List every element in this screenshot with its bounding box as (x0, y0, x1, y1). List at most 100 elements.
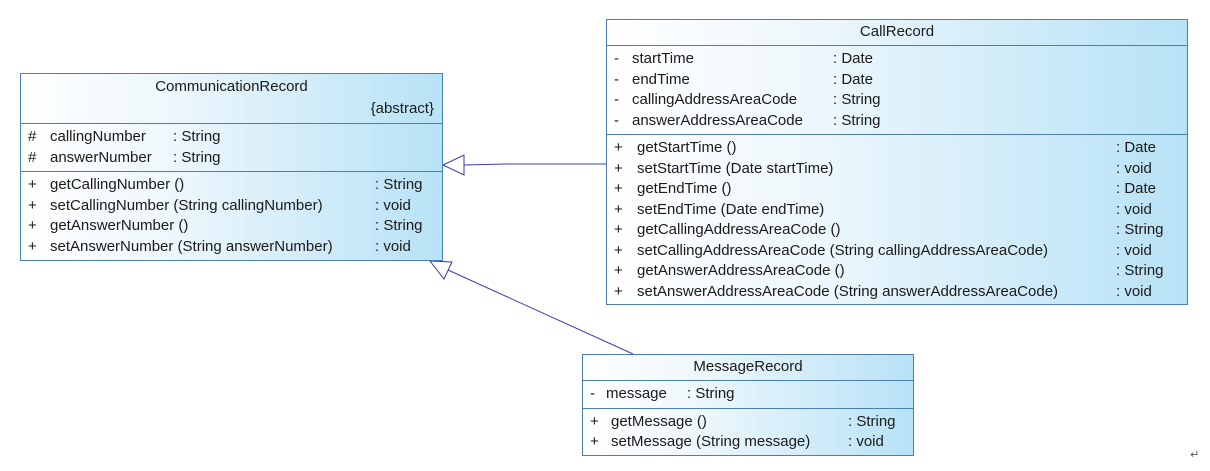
member-type: : Date (833, 70, 874, 88)
operation-row: + setCallingNumber (String callingNumber)… (21, 196, 442, 217)
member-type: : void (1116, 282, 1152, 300)
attributes-section: -message: String (583, 381, 913, 409)
class-header: CommunicationRecord {abstract} (21, 74, 442, 124)
visibility-marker: + (614, 241, 623, 259)
visibility-marker: + (614, 139, 623, 156)
class-name: MessageRecord (693, 358, 803, 375)
visibility-marker: # (28, 148, 37, 166)
member-type: : String (375, 176, 423, 193)
attribute-row: #callingNumber: String (21, 127, 442, 148)
hollow-triangle-arrowhead (428, 260, 453, 280)
visibility-marker: + (28, 196, 37, 214)
visibility-marker: # (28, 128, 37, 145)
member-type: : void (375, 196, 411, 214)
member-signature: setCallingNumber (String callingNumber) (50, 196, 323, 214)
hollow-triangle-arrowhead (441, 154, 465, 176)
member-signature: getAnswerAddressAreaCode () (637, 262, 845, 279)
attribute-row: -startTime : Date (607, 49, 1187, 70)
operation-row: + getAnswerAddressAreaCode () : String (607, 261, 1187, 282)
operation-row: +getStartTime (): Date (607, 138, 1187, 159)
member-type: : String (173, 148, 221, 166)
class-call-record[interactable]: CallRecord -startTime: Date-endTime: Dat… (606, 19, 1188, 305)
visibility-marker: + (614, 262, 623, 279)
member-type: : String (687, 385, 735, 402)
operation-row: + setStartTime (Date startTime) : void (607, 159, 1187, 180)
member-type: : String (1116, 221, 1164, 238)
member-signature: setEndTime (Date endTime) (637, 200, 825, 218)
visibility-marker: + (590, 412, 599, 430)
visibility-marker: - (614, 111, 619, 129)
operation-row: + setEndTime (Date endTime) : void (607, 200, 1187, 221)
paragraph-mark: ↵ (1190, 449, 1200, 461)
operations-section: + getMessage () : String + setMessage (Strin… (583, 409, 913, 456)
member-signature: getMessage () (611, 412, 707, 430)
member-signature: setStartTime (Date startTime) (637, 159, 834, 177)
member-type: : String (173, 128, 221, 145)
member-type: : Date (1116, 180, 1157, 197)
visibility-marker: + (590, 433, 599, 450)
visibility-marker: - (614, 50, 619, 67)
member-type: : void (1116, 241, 1152, 259)
attribute-row: # answerNumber : String (21, 148, 442, 169)
attribute-row: -message: String (583, 384, 913, 405)
member-type: : void (1116, 159, 1152, 177)
member-signature: getCallingNumber () (50, 176, 185, 193)
member-type: : void (375, 237, 411, 255)
operation-row: + getAnswerNumber () : String (21, 216, 442, 237)
member-type: : String (848, 412, 896, 430)
visibility-marker: + (28, 217, 37, 234)
attribute-row: -callingAddressAreaCode: String (607, 90, 1187, 111)
member-signature: getEndTime () (637, 180, 732, 197)
member-type: : void (848, 433, 884, 450)
visibility-marker: - (614, 70, 619, 88)
member-type: : String (833, 111, 881, 129)
operation-row: + getCallingNumber () : String (21, 175, 442, 196)
class-header: MessageRecord (583, 355, 913, 381)
member-type: : String (1116, 262, 1164, 279)
member-signature: setCallingAddressAreaCode (String callin… (637, 241, 1049, 259)
visibility-marker: + (614, 200, 623, 218)
generalization-line (447, 269, 634, 355)
operation-row: + getCallingAddressAreaCode () : String (607, 220, 1187, 241)
member-type: : String (833, 91, 881, 108)
member-type: : Date (833, 50, 874, 67)
generalization-messagerecord-to-communicationrecord (428, 260, 634, 355)
class-name: CallRecord (859, 23, 935, 40)
visibility-marker: + (614, 180, 623, 197)
visibility-marker: + (28, 176, 37, 193)
class-message-record[interactable]: MessageRecord -message: String +getMessa… (582, 354, 914, 456)
member-signature: message (606, 385, 667, 402)
operation-row: + setCallingAddressAreaCode (String calli… (607, 241, 1187, 262)
operation-row: + setAnswerAddressAreaCode (String answer… (607, 282, 1187, 303)
visibility-marker: + (614, 282, 623, 300)
member-type: : String (375, 217, 423, 234)
visibility-marker: + (614, 221, 623, 238)
operation-row: + getEndTime () : Date (607, 179, 1187, 200)
member-signature: setAnswerAddressAreaCode (String answerA… (637, 282, 1059, 300)
attribute-row: -answerAddressAreaCode : String (607, 111, 1187, 132)
visibility-marker: + (28, 237, 37, 255)
member-signature: setAnswerNumber (String answerNumber) (50, 237, 333, 255)
attributes-section: -startTime: Date-endTime: Date-callingAd… (607, 46, 1187, 135)
visibility-marker: + (614, 159, 623, 177)
member-signature: getAnswerNumber () (50, 217, 189, 234)
member-signature: setMessage (String message) (611, 433, 811, 450)
class-communication-record[interactable]: CommunicationRecord {abstract} #callingN… (20, 73, 443, 261)
operation-row: + getMessage () : String (583, 412, 913, 433)
member-signature: answerAddressAreaCode (632, 111, 803, 129)
member-signature: getStartTime () (637, 139, 737, 156)
member-type: : void (1116, 200, 1152, 218)
member-signature: startTime (632, 50, 694, 67)
member-signature: callingAddressAreaCode (632, 91, 798, 108)
class-stereotype: {abstract} (370, 100, 434, 117)
class-name: CommunicationRecord (155, 78, 308, 95)
member-signature: endTime (632, 70, 690, 88)
member-signature: getCallingAddressAreaCode () (637, 221, 841, 238)
generalization-line (463, 163, 606, 166)
operation-row: + setMessage (String message) : void (583, 432, 913, 453)
class-header: CallRecord (607, 20, 1187, 46)
member-signature: answerNumber (50, 148, 152, 166)
generalization-callrecord-to-communicationrecord (441, 154, 606, 176)
operation-row: + setAnswerNumber (String answerNumber) : … (21, 237, 442, 258)
